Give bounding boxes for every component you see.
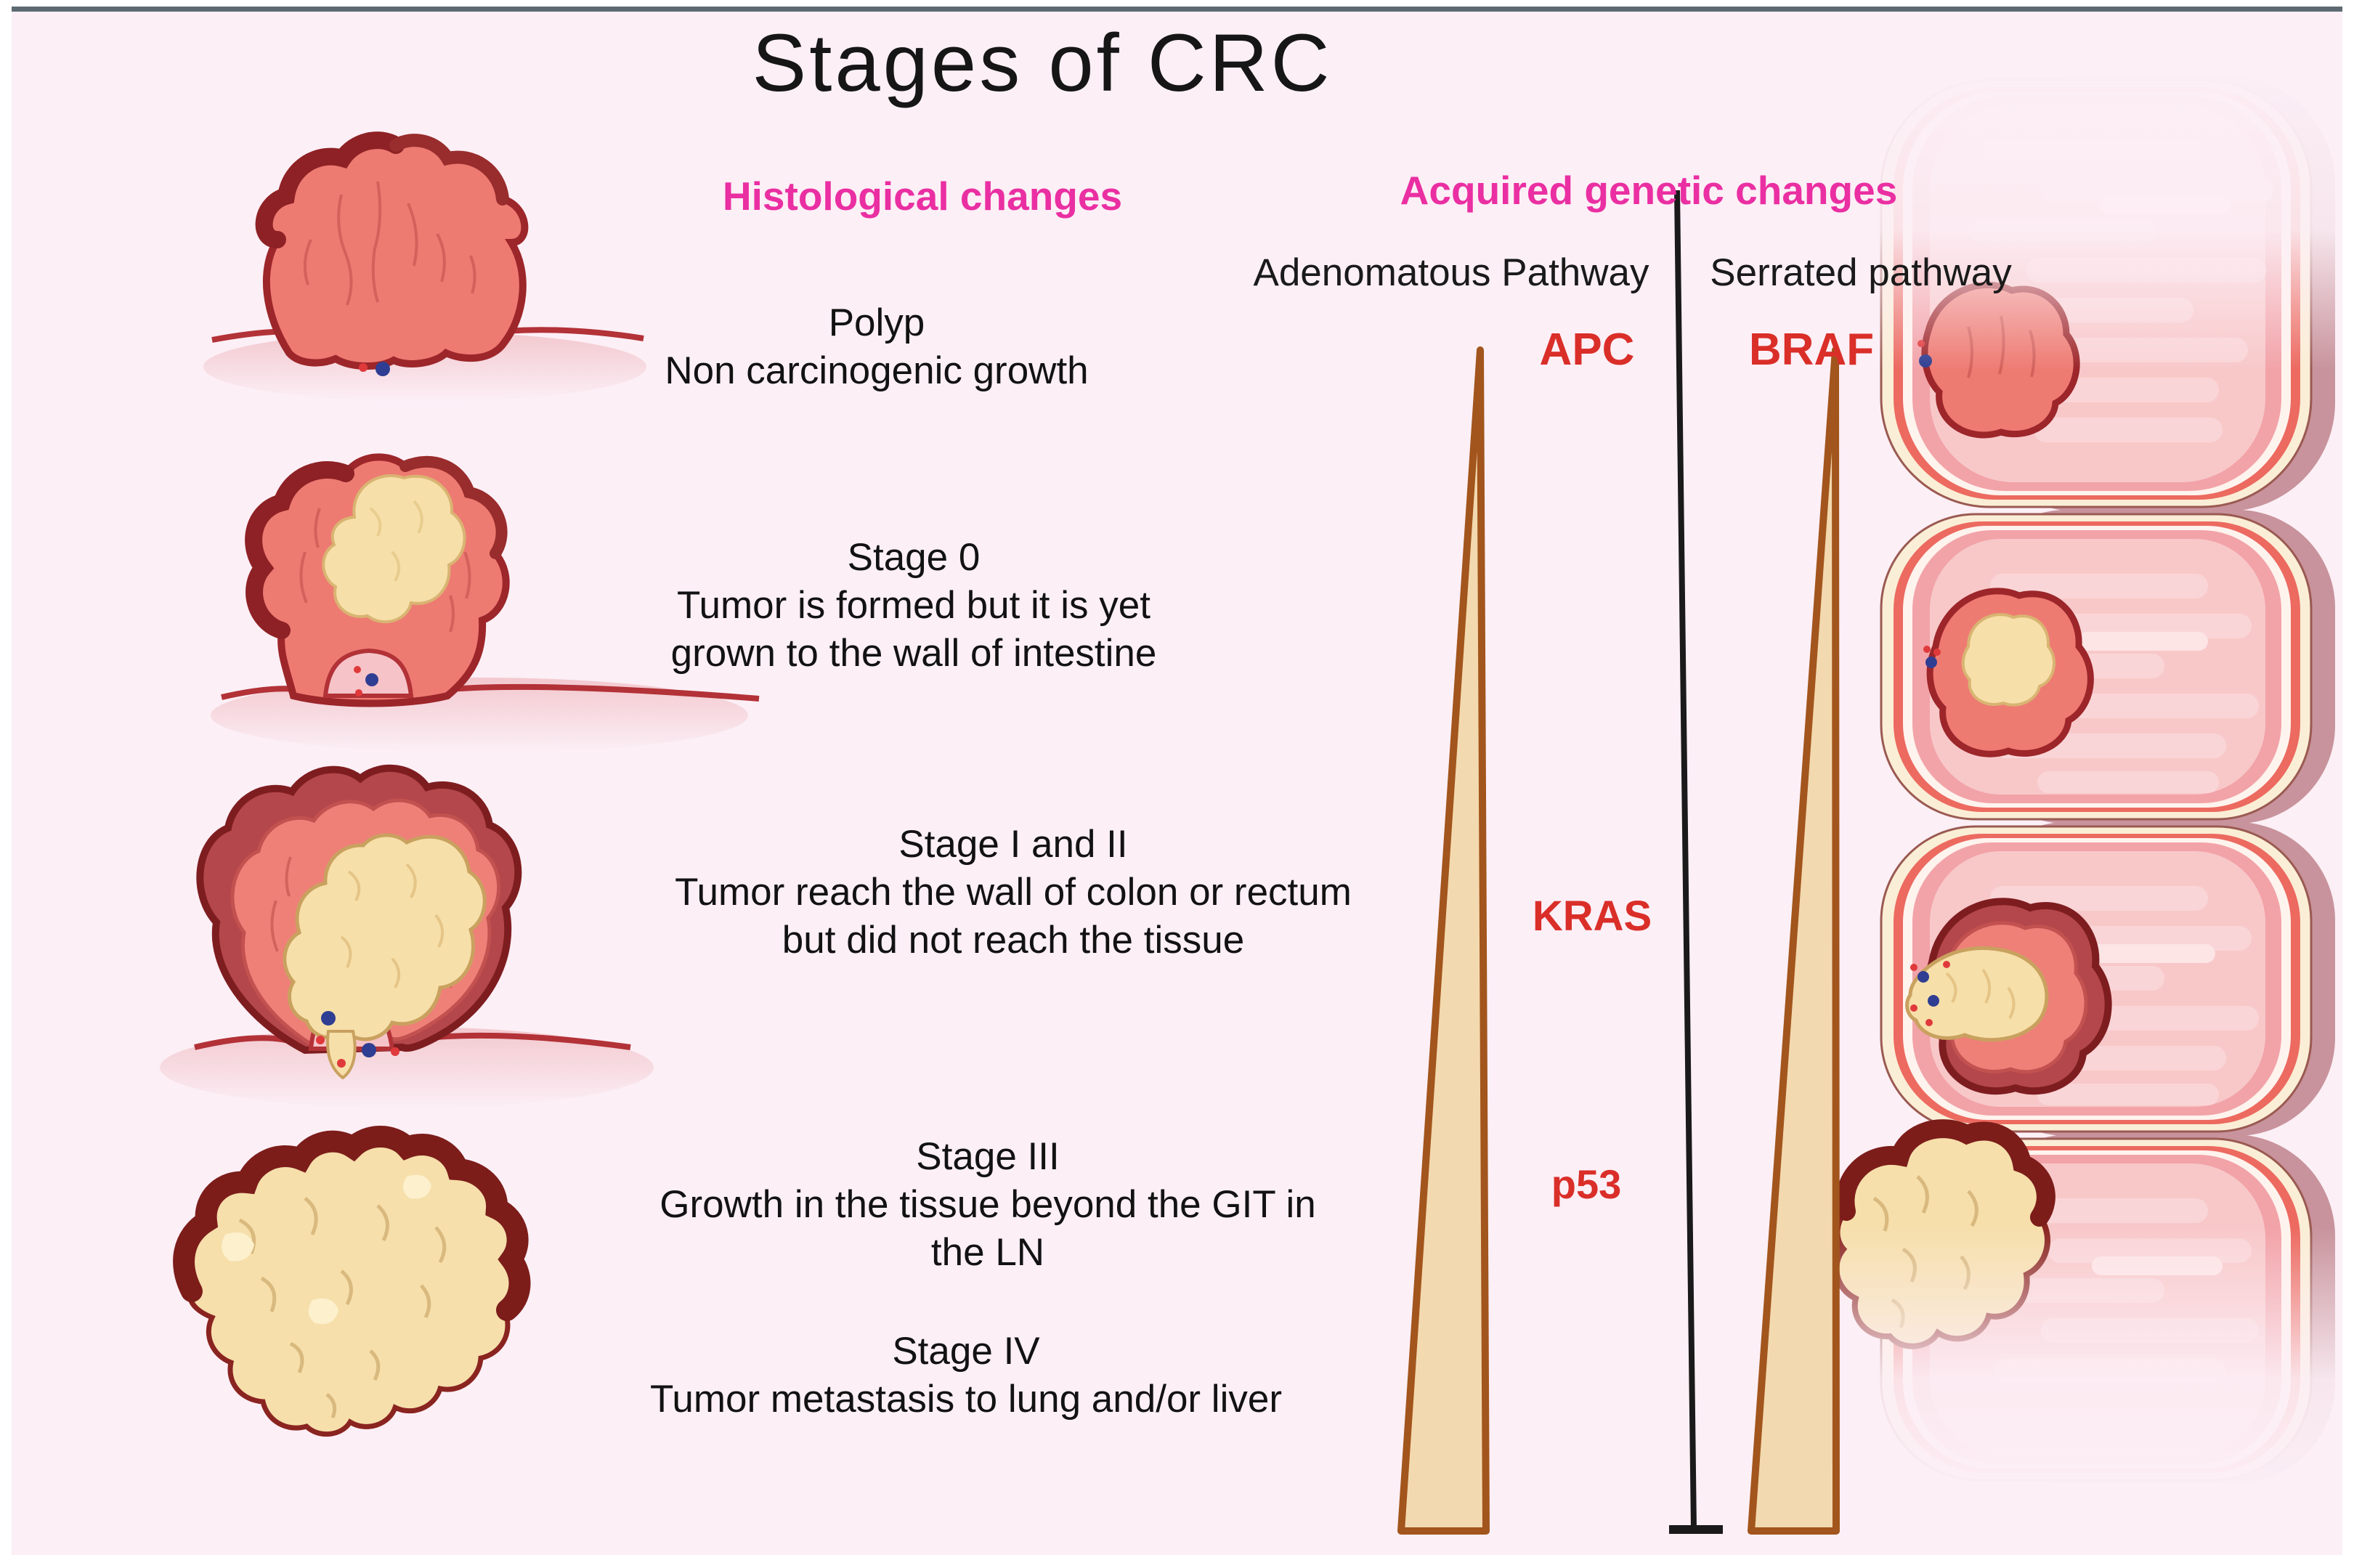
stage1-2-tumor-illustration — [160, 764, 654, 1108]
stage-name: Stage III — [916, 1135, 1060, 1178]
gene-label-braf: BRAF — [1748, 325, 1875, 375]
colon-cross-section-illustration — [1830, 58, 2342, 1503]
gene-label-apc: APC — [1539, 325, 1635, 375]
adenomatous-pathway-label: Adenomatous Pathway — [1253, 251, 1649, 294]
stage-desc-line: Tumor metastasis to lung and/or liver — [650, 1378, 1282, 1421]
stage-text-stage1-2: Stage I and II Tumor reach the wall of c… — [675, 821, 1352, 964]
stage-name: Stage 0 — [847, 536, 981, 579]
stage-text-stage3: Stage III Growth in the tissue beyond th… — [659, 1133, 1315, 1277]
stage-desc-line: Tumor reach the wall of colon or rectum — [675, 871, 1352, 914]
stage0-tumor-illustration — [211, 453, 760, 753]
page-title: Stages of CRC — [752, 17, 1333, 108]
histological-changes-header: Histological changes — [722, 174, 1123, 219]
top-border-rule — [12, 7, 2342, 12]
stage-text-stage4: Stage IV Tumor metastasis to lung and/or… — [650, 1328, 1282, 1423]
acquired-genetic-changes-header: Acquired genetic changes — [1400, 168, 1898, 213]
colon-polyp-stage3 — [1905, 898, 2112, 1095]
stage-text-stage0: Stage 0 Tumor is formed but it is yet gr… — [671, 534, 1157, 678]
stage-desc-line: Non carcinogenic growth — [665, 349, 1089, 392]
stage-desc-line: but did not reach the tissue — [782, 919, 1245, 962]
stage-desc-line: Growth in the tissue beyond the GIT in — [659, 1183, 1316, 1226]
serrated-pathway-wedge — [1748, 346, 1840, 1535]
stage-desc-line: Tumor is formed but it is yet — [677, 584, 1150, 627]
pathway-divider-line — [1669, 190, 1723, 1534]
serrated-pathway-label: Serrated pathway — [1710, 251, 2012, 294]
polyp-illustration — [203, 131, 646, 402]
stage-name: Stage IV — [892, 1330, 1040, 1373]
stage-text-polyp: Polyp Non carcinogenic growth — [665, 299, 1088, 395]
colon-polyp-stage2 — [1923, 588, 2094, 757]
stage-desc-line: grown to the wall of intestine — [670, 632, 1157, 675]
stage3-4-tumor-illustration — [173, 1126, 531, 1437]
stage-desc-line: the LN — [930, 1231, 1045, 1274]
stage-name: Stage I and II — [898, 823, 1128, 866]
stage-name: Polyp — [828, 301, 925, 344]
gene-label-kras: KRAS — [1532, 893, 1652, 940]
gene-label-p53: p53 — [1551, 1161, 1622, 1207]
adenomatous-pathway-wedge — [1397, 346, 1490, 1535]
